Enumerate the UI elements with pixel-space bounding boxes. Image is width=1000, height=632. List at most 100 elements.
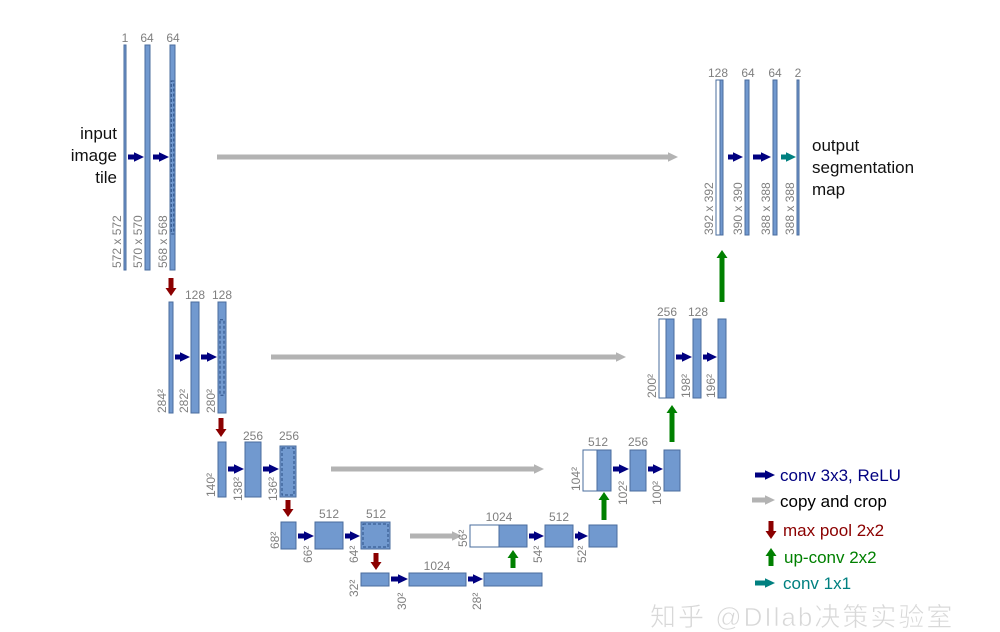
conv1x1-arrow-icon (781, 152, 796, 162)
channel-label: 512 (549, 510, 569, 524)
conv-arrow-icon (529, 531, 544, 541)
crop-region (281, 447, 295, 496)
conv-arrow-icon (263, 464, 279, 474)
channel-label: 512 (366, 507, 386, 521)
up-conv-arrow-icon (716, 250, 728, 302)
crop-region (219, 319, 225, 396)
size-label: 30² (395, 593, 409, 610)
copied-feature-map (715, 79, 721, 236)
input-label: input (80, 124, 117, 143)
channel-label: 128 (708, 66, 728, 80)
max-pool-arrow-icon (370, 553, 382, 570)
legend-max-pool: max pool 2x2 (783, 521, 884, 540)
size-label: 392 x 392 (702, 182, 716, 235)
feature-map (483, 572, 543, 587)
channel-label: 128 (185, 288, 205, 302)
conv-arrow-icon (613, 464, 629, 474)
channel-label: 128 (212, 288, 232, 302)
copied-feature-map (469, 524, 500, 548)
channel-label: 64 (741, 66, 755, 80)
size-label: 280² (204, 389, 218, 413)
size-label: 32² (347, 580, 361, 597)
feature-map (123, 44, 127, 271)
crop-region (170, 80, 175, 235)
conv-arrow-icon (676, 352, 692, 362)
feature-map (408, 572, 467, 587)
output-label: output (812, 136, 860, 155)
legend-upconv-icon (765, 548, 777, 566)
input-label: image (71, 146, 117, 165)
copy-crop-arrow-icon (331, 464, 544, 474)
channel-label: 256 (628, 435, 648, 449)
up-conv-arrow-icon (507, 550, 519, 568)
conv-arrow-icon (728, 152, 743, 162)
channel-label: 256 (279, 429, 299, 443)
feature-map (744, 79, 750, 236)
size-label: 390 x 390 (731, 182, 745, 235)
output-label: segmentation (812, 158, 914, 177)
channel-label: 256 (243, 429, 263, 443)
size-label: 54² (531, 546, 545, 563)
size-label: 28² (470, 593, 484, 610)
channel-label: 64 (166, 31, 180, 45)
size-label: 52² (575, 546, 589, 563)
legend-conv1x1-icon (755, 578, 775, 588)
copy-crop-arrow-icon (217, 152, 678, 162)
output-label: map (812, 180, 845, 199)
feature-map (217, 441, 227, 498)
conv-arrow-icon (753, 152, 771, 162)
legend-copy-icon (752, 495, 775, 505)
feature-map (719, 79, 724, 236)
feature-map (169, 44, 176, 271)
conv-arrow-icon (575, 531, 588, 541)
legend-up-conv: up-conv 2x2 (784, 548, 877, 567)
size-label: 136² (266, 477, 280, 501)
conv-arrow-icon (228, 464, 244, 474)
size-label: 570 x 570 (131, 215, 145, 268)
conv-arrow-icon (175, 352, 190, 362)
legend: conv 3x3, ReLU copy and crop max pool 2x… (780, 466, 901, 593)
channel-label: 1024 (424, 559, 451, 573)
feature-map (498, 524, 528, 548)
copied-feature-map (658, 318, 667, 399)
feature-map (314, 521, 344, 550)
feature-map (596, 449, 612, 492)
watermark: 知乎 @DIlab决策实验室 (650, 602, 954, 632)
channel-label: 1024 (486, 510, 513, 524)
size-label: 56² (456, 530, 470, 547)
feature-map (544, 524, 574, 548)
size-label: 196² (704, 374, 718, 398)
size-label: 388 x 388 (759, 182, 773, 235)
size-label: 104² (569, 467, 583, 491)
legend-conv1x1: conv 1x1 (783, 574, 851, 593)
conv-arrow-icon (703, 352, 717, 362)
feature-map (168, 301, 174, 414)
size-label: 64² (347, 546, 361, 563)
feature-map (588, 524, 618, 548)
channel-label: 1 (122, 31, 129, 45)
feature-map (244, 441, 262, 498)
size-label: 388 x 388 (783, 182, 797, 235)
feature-map (772, 79, 778, 236)
conv-arrow-icon (201, 352, 217, 362)
size-label: 198² (679, 374, 693, 398)
size-label: 68² (268, 532, 282, 549)
legend-conv3x3: conv 3x3, ReLU (780, 466, 901, 485)
conv-arrow-icon (391, 574, 408, 584)
conv-arrow-icon (345, 531, 360, 541)
size-label: 572 x 572 (110, 215, 124, 268)
channel-label: 512 (588, 435, 608, 449)
size-label: 140² (204, 473, 218, 497)
legend-conv-icon (755, 470, 775, 480)
size-label: 138² (231, 477, 245, 501)
input-label: tile (95, 168, 117, 187)
conv-arrow-icon (468, 574, 483, 584)
size-label: 282² (177, 389, 191, 413)
up-conv-arrow-icon (666, 405, 678, 442)
up-conv-arrow-icon (598, 492, 610, 520)
copy-crop-arrow-icon (271, 352, 626, 362)
channel-label: 64 (768, 66, 782, 80)
max-pool-arrow-icon (215, 418, 227, 437)
feature-map (190, 301, 200, 414)
